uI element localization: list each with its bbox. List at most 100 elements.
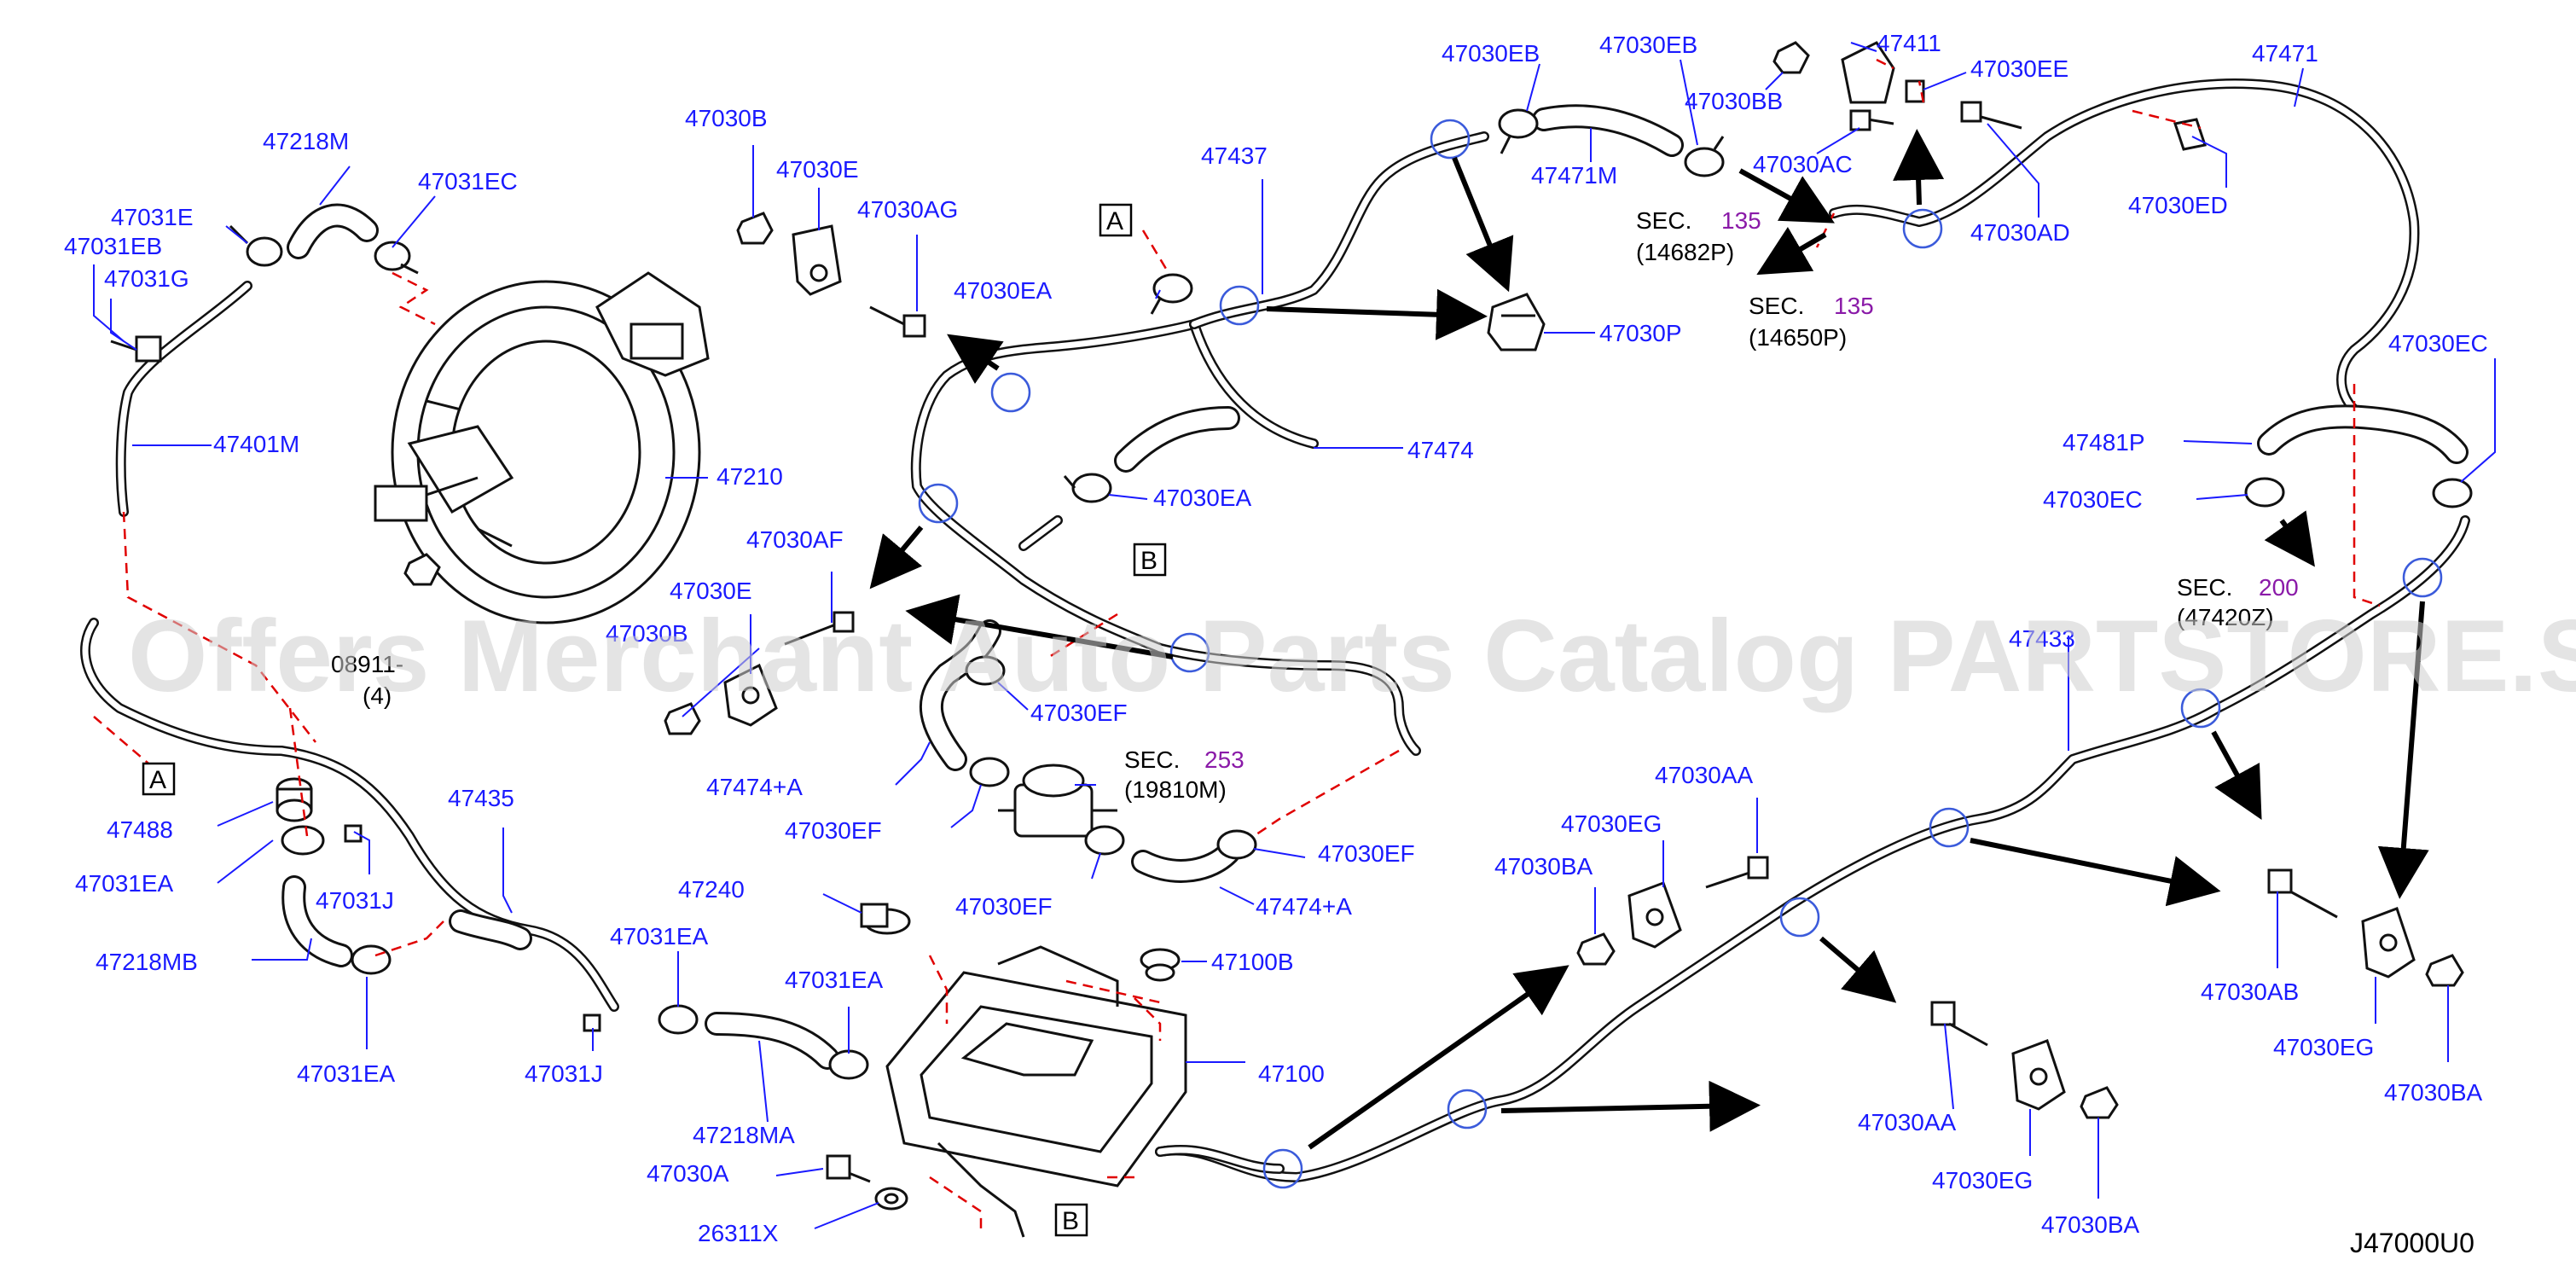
label-47030AD: 47030AD [1970,219,2070,246]
hose-47474-a [1114,406,1240,473]
label-47240: 47240 [678,876,745,903]
section-ref-14682P: SEC. 135 (14682P) [1636,207,1761,265]
sec-number: 253 [1204,746,1244,773]
ref-box-label: B [1062,1207,1079,1235]
label-47031J-b: 47031J [525,1060,603,1087]
label-47474-plus-a-lower: 47474+A [1256,893,1352,920]
label-47218MA: 47218MA [693,1122,795,1148]
label-47031EA-c: 47031EA [610,923,709,950]
sec-label: SEC. [2177,574,2232,601]
label-47030EF-a: 47030EF [1030,700,1128,726]
nut-47030BB [1772,41,1810,74]
label-47031EA-b: 47031EA [297,1060,396,1087]
nut-47030BA-low [2080,1086,2119,1119]
label-47401M: 47401M [213,431,299,457]
label-47030EG-right: 47030EG [2273,1034,2374,1060]
label-47435: 47435 [448,785,514,811]
bolt-47030AB [2267,868,2338,919]
label-47030AF: 47030AF [746,526,844,553]
sec-label: SEC. [1636,207,1691,234]
label-47030BA-low: 47030BA [2041,1211,2140,1238]
hose-47218MB [281,875,353,967]
bolt-47030AA-mid [1705,856,1769,889]
label-47030BA-mid: 47030BA [1494,853,1593,880]
bolt-47030AD [1960,101,2022,130]
sec-number: 135 [1834,293,1874,319]
ref-box-b-bottom: B [1054,1203,1088,1237]
label-26311X: 26311X [698,1220,779,1246]
sec-label: SEC. [1124,746,1180,773]
bolt-47030AA-low [1930,1001,1988,1047]
clamp-47030EB-a [1498,108,1539,154]
label-47030EG-mid: 47030EG [1561,810,1662,837]
bracket-47030EG-mid [1627,881,1682,949]
nut-47030B-mid [664,702,701,735]
label-47030EB-a: 47030EB [1442,40,1540,67]
label-47030EB-b: 47030EB [1599,32,1697,58]
direction-arrows [869,129,2429,1150]
sec-part: (14650P) [1749,324,1847,351]
pipe-47435 [80,618,619,1012]
section-ref-19810M: SEC. 253 (19810M) [1124,746,1244,803]
label-47437: 47437 [1201,142,1268,169]
bracket-47030EG-right [2361,907,2416,979]
clamp-47030EF-a [965,655,1006,686]
sec-number: 135 [1721,207,1761,234]
sec-label: SEC. [1749,293,1804,319]
sec-part: (47420Z) [2177,604,2274,630]
label-47030BA-right: 47030BA [2384,1079,2483,1106]
vacuum-sensor-47240 [860,903,911,935]
hose-47218MA [705,1012,839,1070]
bracket-47030EG-low [2011,1039,2066,1111]
ref-box-label: A [149,766,166,794]
washer-26311X [874,1187,908,1211]
brake-booster-47210 [374,271,710,624]
section-ref-14650P: SEC. 135 (14650P) [1749,293,1874,351]
grommet-47100B [1140,948,1181,982]
label-47030B-top: 47030B [685,105,768,131]
label-47030EA-top: 47030EA [954,277,1053,304]
label-47030EF-d: 47030EF [1318,840,1415,867]
label-47031EA-d: 47031EA [785,967,884,993]
dashed-connection-lines [93,58,2381,1228]
label-47030AC: 47030AC [1753,151,1853,177]
clamp-47031EC [374,241,419,275]
label-47030E-mid: 47030E [670,578,752,604]
detail-circles [918,119,2443,1189]
label-47030EC-a: 47030EC [2388,330,2488,357]
clamp-47030EF-d [1216,829,1257,860]
bolt-47030AG [869,305,926,338]
clamp-47030EF-b [969,757,1010,787]
clamp-47030EC-a [2244,477,2285,508]
hose-47481P [2257,404,2469,464]
label-47030EC-b: 47030EC [2043,486,2143,513]
nut-spec-08911: 08911- (4) [331,651,403,709]
pipe-47100-feed [1155,1144,1285,1174]
nut-47030B-top [736,212,774,245]
clamp-47030EA-mid [1063,473,1112,503]
label-47218MB: 47218MB [96,949,198,975]
pipe-47401M [115,281,252,517]
label-47030P: 47030P [1599,320,1682,346]
pipe-47474 [910,319,1421,756]
clamp-47030EB-b [1684,136,1725,177]
label-47100B: 47100B [1211,949,1294,975]
bolt-47030AF [784,611,855,646]
label-47474: 47474 [1407,437,1474,463]
label-47218M: 47218M [263,128,349,154]
nut-qty: (4) [363,682,392,709]
clamp-47031EA-b [351,944,392,975]
label-47030E-top: 47030E [776,156,859,183]
label-47030AG: 47030AG [857,196,958,223]
check-valve-47030P [1487,293,1546,351]
label-47031EC: 47031EC [418,168,518,195]
label-47471: 47471 [2252,40,2318,67]
label-47031EB: 47031EB [64,233,162,259]
label-47210: 47210 [717,463,783,490]
clamp-47031EA-c [658,1004,699,1035]
hose-47435-mid [449,909,532,950]
leader-lines [93,42,2496,1229]
bracket-47030E-mid [723,663,778,727]
label-47100: 47100 [1258,1060,1325,1087]
